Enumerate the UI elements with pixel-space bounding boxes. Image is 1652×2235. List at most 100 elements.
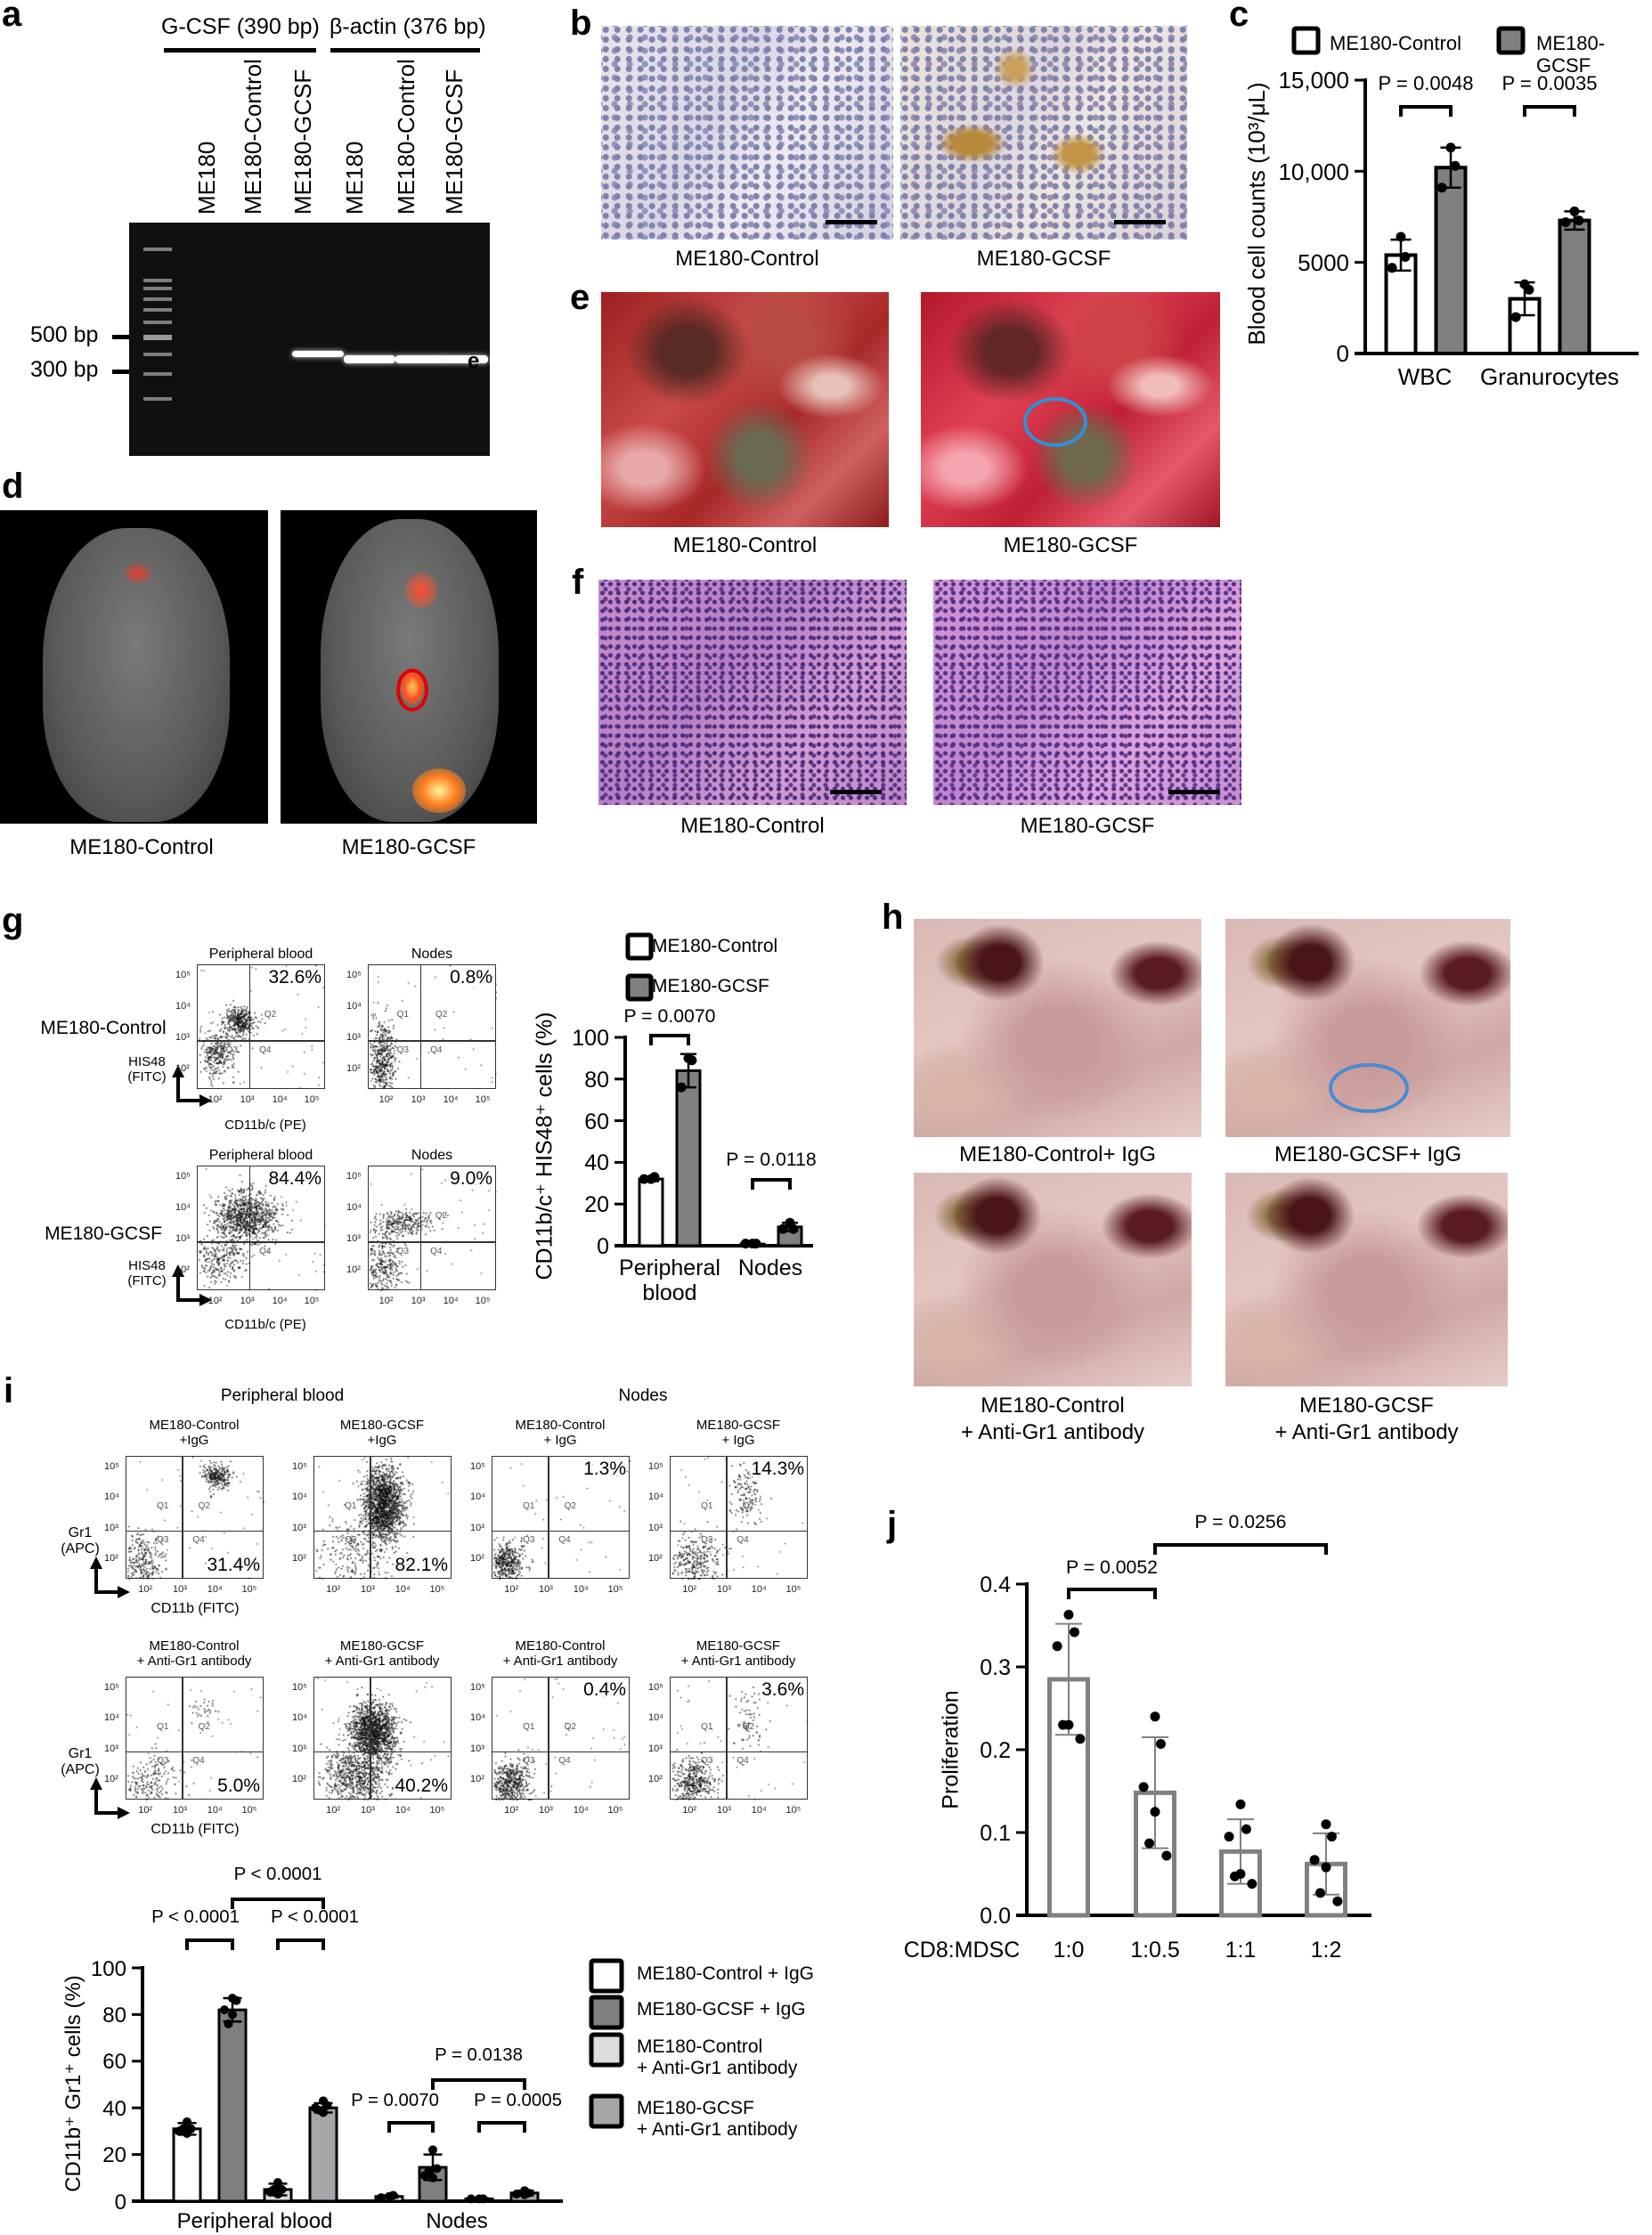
significance-bracket [751,1178,792,1190]
bar [308,2106,338,2203]
x-tick-label: 10⁵ [607,1584,623,1595]
y-tick-label: 10³ [175,1032,190,1043]
dissection-image-control [601,292,889,527]
legend-label: ME180-Control + Anti-Gr1 antibody [637,2036,798,2079]
plot-title: Peripheral blood [208,946,313,962]
group-title: Nodes [618,1386,668,1405]
gate-percentage: 82.1% [395,1555,448,1576]
y-tick-label: 10⁵ [292,1460,307,1472]
x-tick-label: 10³ [539,1805,553,1816]
panel-label-c: c [1229,0,1249,34]
quadrant-label: Q1 [523,1500,535,1511]
x-axis-label: CD11b/c (PE) [224,1316,306,1332]
data-point [428,2145,437,2155]
y-tick-label: 10³ [104,1743,118,1754]
quadrant-label: Q2 [198,1500,210,1511]
pet-image-control [0,510,268,824]
panel-label-b: b [570,4,592,43]
quadrant-label: Q1 [157,1500,169,1511]
x-tick-label: 10² [378,1094,394,1105]
tumor-highlight-circle [1023,397,1087,447]
y-tick-label: 100 [90,1956,126,1981]
caption: ME180-GCSF+ IgG [1274,1142,1462,1166]
quadrant-label: Q4 [430,1246,443,1256]
panel-label-a: a [2,0,22,34]
x-tick-label: 10⁵ [429,1805,445,1816]
data-point [687,1055,697,1066]
data-point [273,2178,282,2188]
y-tick-label: 10⁴ [648,1712,663,1724]
data-point [478,2194,488,2204]
marker-tick [112,370,130,374]
y-tick-label: 10⁵ [470,1460,485,1472]
plot-title: ME180-Control + Anti-Gr1 antibody [136,1638,252,1669]
lane-label: ME180-GCSF [289,69,316,215]
data-point [1150,1711,1160,1722]
significance-bracket [1067,1588,1157,1599]
data-point [424,2166,434,2175]
gate-percentage: 32.6% [268,967,321,988]
legend-swatch [589,1995,624,2030]
x-tick-label: 10⁴ [443,1296,459,1306]
significance-bracket [477,2121,526,2133]
gate-line [369,1241,495,1243]
y-axis-label: HIS48 (FITC) [127,1053,167,1085]
data-point [649,1172,660,1183]
quadrant-label: Q4 [259,1246,272,1256]
caption: ME180-GCSF + Anti-Gr1 antibody [1274,1394,1459,1444]
data-point [520,2190,529,2199]
y-tick-label: 10² [648,1553,663,1564]
x-tick-label: 10⁴ [443,1094,459,1105]
gate-line [248,1166,251,1289]
p-value-label: P < 0.0001 [271,1906,359,1927]
arrow-right-icon [118,1586,130,1598]
quadrant-label: Q1 [225,1211,239,1222]
x-tick-label: 10⁴ [751,1584,767,1595]
x-tick-label: 10⁴ [751,1805,767,1816]
p-value-label: P < 0.0001 [151,1906,240,1927]
data-point [1321,1819,1331,1830]
data-point [1069,1627,1079,1638]
gel-band [292,351,344,357]
data-point [1241,1824,1251,1834]
gate-percentage: 9.0% [450,1168,492,1190]
data-point [377,2193,386,2203]
x-tick-label: 10² [208,1094,223,1105]
pet-image-gcsf [281,510,537,824]
p-value-label: P = 0.0035 [1501,72,1598,95]
tumor-highlight-circle [396,669,428,711]
data-point [1309,1855,1320,1865]
y-tick-label: 10³ [346,1032,361,1043]
y-tick-label: 10⁵ [346,970,362,980]
category-label: Peripheral blood [619,1255,720,1306]
data-point [1400,252,1411,263]
quadrant-label: Q1 [523,1721,535,1732]
he-image-gcsf [933,580,1241,805]
quadrant-label: Q1 [701,1500,713,1511]
plot-title: Peripheral blood [208,1147,313,1163]
panel-label-f: f [572,563,584,602]
caption: ME180-Control + Anti-Gr1 antibody [960,1394,1145,1444]
legend-swatch [1496,26,1526,55]
gate-line [548,1457,549,1578]
y-tick-label: 10³ [648,1522,663,1533]
y-axis-label: HIS48 (FITC) [127,1257,167,1288]
data-point [1326,1832,1337,1842]
y-tick-label: 10⁵ [104,1681,119,1693]
y-tick-label: 10² [346,1063,361,1074]
data-point [1569,206,1580,216]
gate-percentage: 14.3% [751,1459,804,1480]
y-tick-label: 0.3 [980,1655,1011,1680]
axis-arrow [176,1275,201,1302]
y-tick-label: 20 [584,1192,609,1218]
bar [1434,166,1468,355]
gate-line [248,965,251,1088]
data-point [1063,1609,1074,1620]
data-point [1224,1832,1234,1842]
y-tick-label: 10² [175,1264,190,1275]
quadrant-label: Q4 [736,1535,749,1546]
gate-line [126,1751,263,1753]
